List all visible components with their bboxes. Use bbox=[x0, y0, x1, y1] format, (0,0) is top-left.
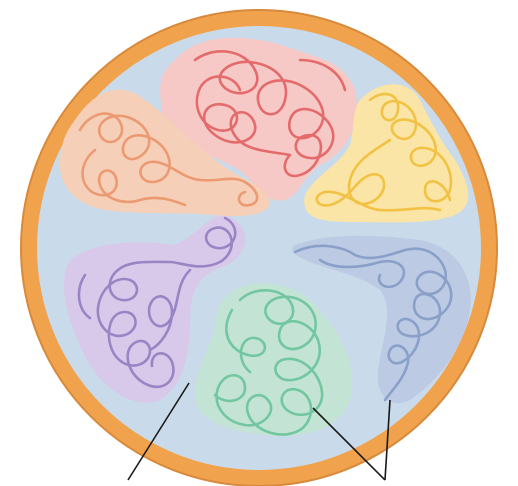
diagram-canvas bbox=[0, 0, 518, 486]
nucleus-diagram bbox=[0, 0, 518, 486]
